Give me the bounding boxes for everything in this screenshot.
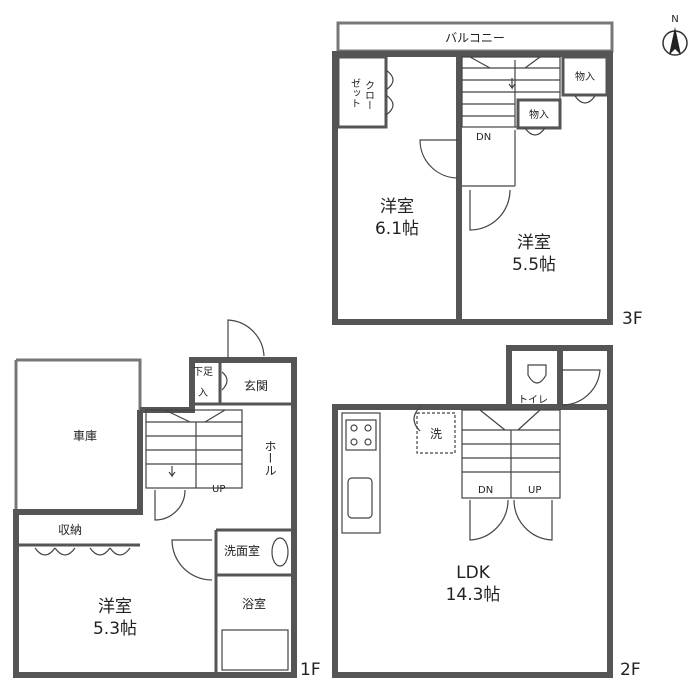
closet-label-2: ゼット	[349, 78, 361, 108]
room-1f-name: 洋室	[98, 597, 132, 617]
storage-label-a: 物入	[529, 108, 549, 121]
toilet-fixture	[527, 364, 547, 384]
closet-door	[385, 69, 394, 116]
storage-label-b: 物入	[575, 70, 595, 83]
1f-outer-wall	[13, 357, 297, 678]
room-3f-b-size: 5.5帖	[512, 255, 556, 275]
storage-door	[34, 547, 131, 556]
floor-2f: トイレ 洗 DN UP LDK 14.	[332, 345, 641, 680]
shoe-storage-label-1: 下足	[193, 366, 213, 378]
north-compass: N	[662, 14, 688, 56]
stair-door-2f-a	[469, 499, 509, 541]
laundry-area	[416, 412, 456, 454]
stair-up-1f: UP	[212, 484, 225, 495]
room-3f-b-name: 洋室	[517, 233, 551, 253]
stair-door-2f-b	[513, 499, 553, 541]
2f-outer-wall	[332, 404, 613, 678]
floor-label-1f: 1F	[300, 660, 321, 680]
floor-label-2f: 2F	[620, 660, 641, 680]
closet-label-1: クロー	[363, 80, 374, 110]
compass-north-label: N	[671, 14, 678, 25]
door-3f-b	[469, 189, 511, 231]
kitchen-counter	[341, 412, 381, 534]
washroom-door	[171, 539, 213, 581]
hall-label: ホール	[263, 440, 277, 476]
storage-3f-a	[516, 98, 562, 130]
closet-3f	[336, 55, 388, 129]
washroom-label: 洗面室	[224, 543, 260, 558]
compass-arrow-icon	[669, 27, 681, 55]
toilet-door	[561, 369, 601, 406]
entrance-door	[227, 319, 265, 358]
shoe-storage-label-2: 入	[198, 388, 208, 399]
laundry-label: 洗	[430, 427, 442, 441]
balcony-label: バルコニー	[445, 31, 505, 45]
ldk-size: 14.3帖	[446, 585, 501, 605]
garage-label: 車庫	[73, 429, 97, 443]
stair-door-1f	[154, 489, 186, 521]
ldk-name: LDK	[456, 563, 491, 583]
stair-up-2f: UP	[528, 485, 541, 496]
floor-label-3f: 3F	[622, 309, 643, 329]
stairs-2f	[461, 409, 561, 499]
room-1f-size: 5.3帖	[93, 619, 137, 639]
room-3f-a-size: 6.1帖	[375, 219, 419, 239]
bathroom-label: 浴室	[242, 596, 266, 611]
storage-label: 収納	[58, 523, 82, 537]
storage-door-b	[574, 95, 596, 104]
door-3f-a	[419, 139, 459, 179]
bathtub	[221, 629, 289, 671]
stair-dn-2f: DN	[478, 485, 493, 496]
toilet-label: トイレ	[518, 395, 548, 406]
room-3f-a-name: 洋室	[380, 197, 414, 217]
stove	[345, 419, 377, 451]
stairs-1f	[145, 409, 243, 489]
floor-1f: 車庫 下足 入 玄関 UP ホール	[13, 319, 321, 680]
wash-basin	[271, 537, 289, 567]
floor-3f: バルコニー クロー ゼット DN 物入 物入	[332, 21, 643, 329]
entrance-label: 玄関	[244, 378, 268, 393]
storage-3f-b	[561, 55, 609, 97]
3f-outer-wall	[332, 51, 613, 325]
sink	[347, 477, 373, 519]
stair-dn-3f: DN	[476, 132, 491, 143]
storage-door-a	[524, 127, 546, 136]
stairs-3f	[461, 56, 561, 128]
